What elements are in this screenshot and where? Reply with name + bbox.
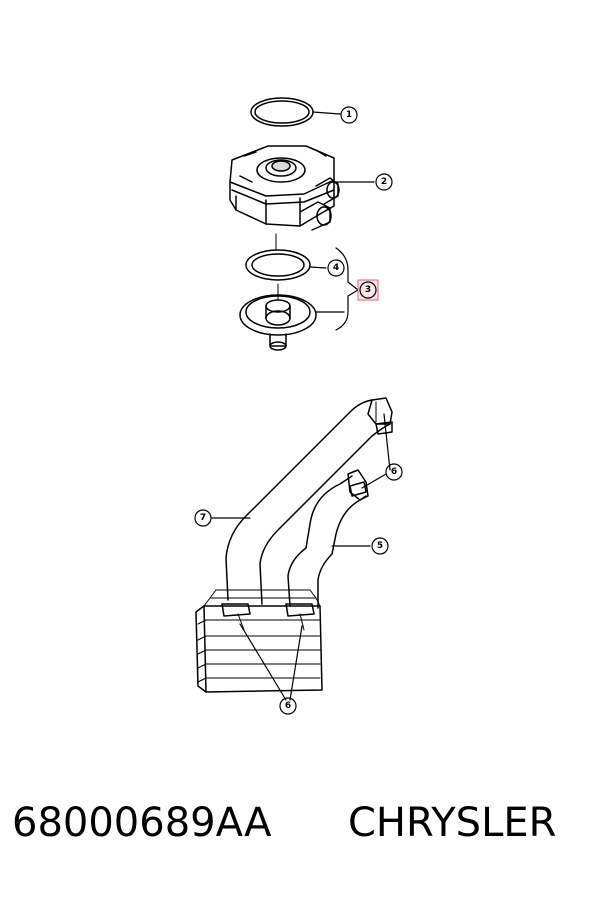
- callout-3-circle: [359, 281, 377, 299]
- footer: 68000689AA CHRYSLER: [0, 800, 600, 860]
- parts-diagram: 1 2 3 4 5 6 6 7: [194, 97, 403, 715]
- callout-2-circle: [375, 173, 393, 191]
- part-7-hose: [225, 397, 393, 605]
- callout-6b-circle: [279, 697, 297, 715]
- callout-6b-label[interactable]: 6: [285, 701, 291, 711]
- brand-name: CHRYSLER: [348, 800, 557, 846]
- part-1-o-ring: [250, 97, 314, 127]
- part-3-filter-cap: [239, 283, 317, 351]
- part-5-hose: [287, 469, 369, 609]
- callout-4-circle: [327, 259, 345, 277]
- callout-2-label[interactable]: 2: [381, 177, 387, 187]
- part-6-clamps: [221, 421, 393, 631]
- part-2-adapter-housing: [229, 145, 340, 231]
- callout-7-label[interactable]: 7: [200, 513, 206, 523]
- callout-7-circle: [194, 509, 212, 527]
- callout-6a-label[interactable]: 6: [391, 467, 397, 477]
- callout-4-label[interactable]: 4: [333, 263, 339, 273]
- callout-5-label[interactable]: 5: [377, 541, 383, 551]
- callout-3-highlight: [357, 279, 379, 301]
- part-number: 68000689AA: [12, 800, 272, 846]
- callout-1-label[interactable]: 1: [346, 110, 352, 120]
- part-4-gasket: [245, 233, 311, 281]
- leader-lines: [211, 111, 391, 701]
- oil-cooler-assembly: [195, 589, 323, 693]
- callout-6a-circle: [385, 463, 403, 481]
- callout-3-label[interactable]: 3: [365, 285, 371, 295]
- callouts: [194, 106, 403, 715]
- callout-1-circle: [340, 106, 358, 124]
- callout-5-circle: [371, 537, 389, 555]
